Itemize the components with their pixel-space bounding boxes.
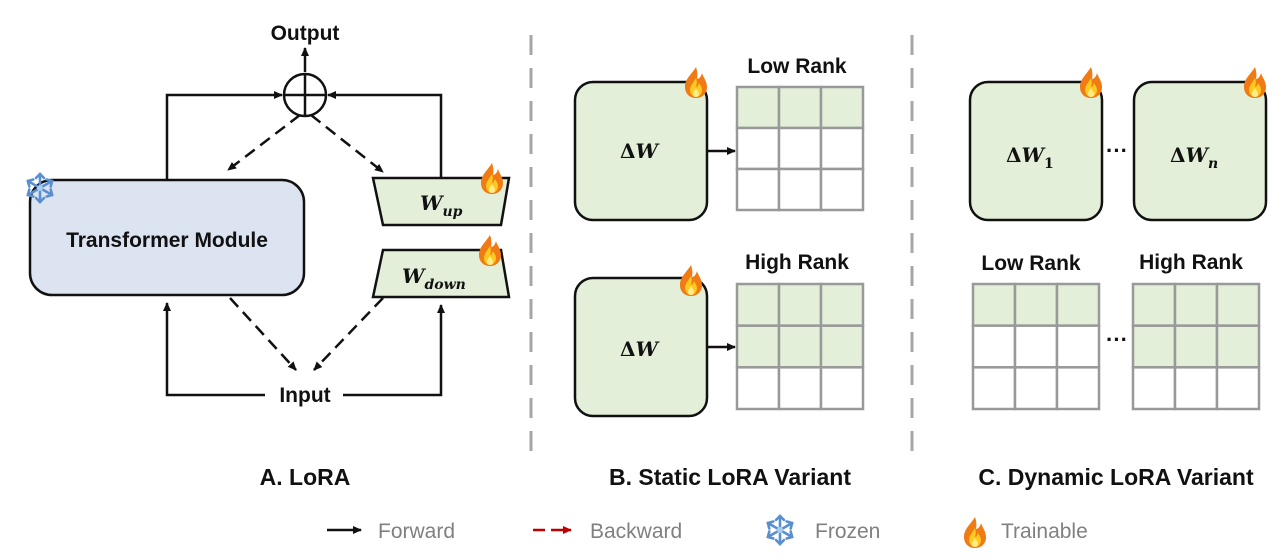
matrix-cell bbox=[819, 282, 865, 327]
matrix-cell bbox=[1055, 366, 1101, 411]
output-label: Output bbox=[271, 22, 340, 45]
matrix-cell bbox=[971, 366, 1017, 411]
delta-w1-block bbox=[968, 80, 1104, 222]
fire-icon bbox=[685, 67, 707, 98]
fire-icon bbox=[964, 517, 986, 548]
high-rank-matrix bbox=[1131, 282, 1261, 411]
matrix-cell bbox=[1055, 282, 1101, 327]
matrix-cell bbox=[1215, 282, 1261, 327]
matrix-cell bbox=[1173, 366, 1219, 411]
matrix-cell bbox=[1013, 282, 1059, 327]
delta-w-label: ΔW bbox=[620, 139, 661, 163]
w-up-label: Wup bbox=[420, 191, 463, 220]
panel-a-lora: Output Transformer Module Wup Wdown Inpu… bbox=[26, 22, 511, 490]
fire-icon bbox=[680, 265, 702, 296]
matrix-cell bbox=[777, 85, 823, 130]
legend-forward: Forward bbox=[378, 520, 455, 543]
matrix-cell bbox=[819, 167, 865, 212]
input-label: Input bbox=[279, 384, 330, 407]
delta-wn-block bbox=[1132, 80, 1268, 222]
low-rank-label: Low Rank bbox=[981, 252, 1080, 275]
legend-backward: Backward bbox=[590, 520, 682, 543]
matrix-cell bbox=[819, 366, 865, 411]
matrix-cell bbox=[777, 366, 823, 411]
delta-w-label: ΔW bbox=[620, 337, 661, 361]
matrix-cell bbox=[1055, 324, 1101, 369]
matrix-cell bbox=[777, 167, 823, 212]
ellipsis: ··· bbox=[1106, 327, 1128, 352]
delta-wn-label: ΔWn bbox=[1170, 143, 1218, 172]
w-down-label: Wdown bbox=[402, 264, 466, 293]
matrix-cell bbox=[1013, 324, 1059, 369]
matrix-cell bbox=[971, 282, 1017, 327]
w-down-block bbox=[371, 248, 511, 299]
matrix-cell bbox=[971, 324, 1017, 369]
matrix-cell bbox=[735, 366, 781, 411]
input-to-module-arrow bbox=[163, 302, 265, 397]
w-up-block bbox=[371, 176, 511, 227]
matrix-cell bbox=[735, 85, 781, 130]
matrix-cell bbox=[1131, 324, 1177, 369]
matrix-cell bbox=[1131, 282, 1177, 327]
fire-icon bbox=[1244, 67, 1266, 98]
fire-icon bbox=[481, 163, 503, 194]
backward-to-module-arrow bbox=[227, 114, 301, 171]
matrix-cell bbox=[777, 282, 823, 327]
matrix-cell bbox=[819, 85, 865, 130]
backward-wdown-to-input-arrow bbox=[313, 297, 384, 371]
low-rank-matrix bbox=[971, 282, 1101, 411]
fire-icon bbox=[1080, 67, 1102, 98]
transformer-module-label: Transformer Module bbox=[66, 229, 268, 252]
matrix-cell bbox=[819, 324, 865, 369]
legend: Forward Backward Frozen Trainable bbox=[327, 514, 1088, 548]
snowflake-icon bbox=[766, 514, 794, 546]
matrix-cell bbox=[1215, 324, 1261, 369]
panel-b-title: B. Static LoRA Variant bbox=[609, 464, 851, 490]
sum-node bbox=[282, 72, 328, 118]
matrix-cell bbox=[1013, 366, 1059, 411]
matrix-cell bbox=[777, 126, 823, 171]
panel-c-dynamic: ΔW1 ··· ΔWn Low Rank High Rank ··· C. Dy… bbox=[968, 67, 1268, 490]
transformer-module bbox=[28, 178, 306, 297]
matrix-cell bbox=[735, 167, 781, 212]
matrix-cell bbox=[819, 126, 865, 171]
high-rank-label: High Rank bbox=[745, 251, 849, 274]
matrix-cell bbox=[1131, 366, 1177, 411]
panel-b-static: ΔW Low Rank ΔW High Rank B. Static LoRA … bbox=[573, 55, 865, 490]
matrix-cell bbox=[735, 126, 781, 171]
matrix-cell bbox=[1173, 324, 1219, 369]
legend-trainable: Trainable bbox=[1001, 520, 1088, 543]
wup-to-sum-arrow bbox=[327, 91, 443, 178]
delta-w1-label: ΔW1 bbox=[1006, 143, 1054, 172]
high-rank-label: High Rank bbox=[1139, 251, 1243, 274]
fire-icon bbox=[479, 235, 501, 266]
module-to-sum-arrow bbox=[165, 91, 283, 180]
backward-module-to-input-arrow bbox=[229, 297, 297, 371]
ellipsis: ··· bbox=[1106, 138, 1128, 163]
matrix-cell bbox=[777, 324, 823, 369]
backward-to-wup-arrow bbox=[310, 114, 384, 173]
input-to-wdown-arrow bbox=[343, 304, 445, 397]
matrix-cell bbox=[1215, 366, 1261, 411]
matrix-cell bbox=[735, 324, 781, 369]
low-rank-label: Low Rank bbox=[747, 55, 846, 78]
matrix-cell bbox=[735, 282, 781, 327]
high-rank-matrix bbox=[735, 282, 865, 411]
panel-a-title: A. LoRA bbox=[260, 464, 351, 490]
low-rank-matrix bbox=[735, 85, 865, 212]
panel-c-title: C. Dynamic LoRA Variant bbox=[978, 464, 1254, 490]
matrix-cell bbox=[1173, 282, 1219, 327]
legend-frozen: Frozen bbox=[815, 520, 880, 543]
